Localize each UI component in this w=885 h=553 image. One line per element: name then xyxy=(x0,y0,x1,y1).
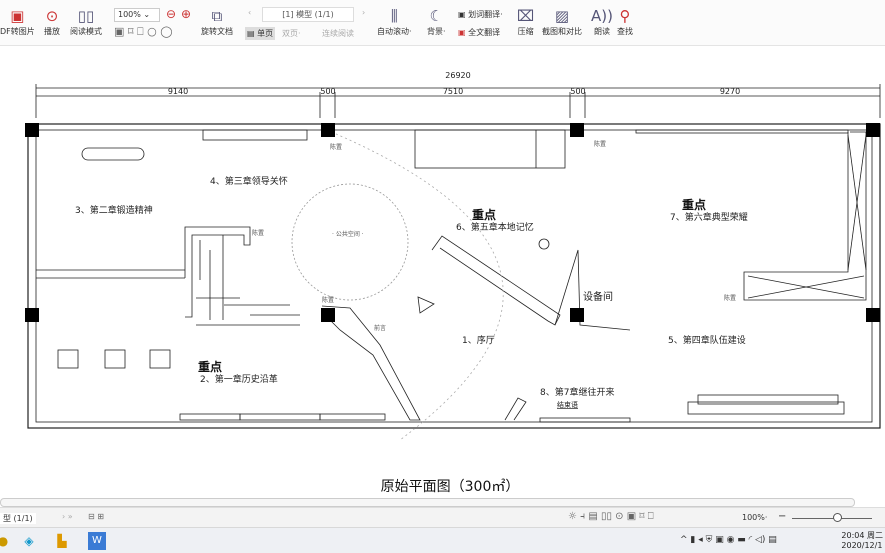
compress-button[interactable]: ⌧压缩 xyxy=(517,7,535,36)
read-mode-button[interactable]: ▯▯阅读模式 xyxy=(70,7,102,36)
end-label: 结束语 xyxy=(557,400,578,409)
single-page-button[interactable]: ▤ 单页 xyxy=(245,27,276,40)
zoom-slider[interactable] xyxy=(792,518,872,519)
floor-plan: 26920 9140 500 7510 500 9270 1、序厅 2、第一章历… xyxy=(25,71,881,495)
public-space-label: · 公共空间 · xyxy=(332,230,364,238)
window-symbols xyxy=(57,349,171,369)
dimension-label: 500 xyxy=(570,87,585,96)
search-button[interactable]: ⚲查找 xyxy=(617,7,633,36)
zone-label: 1、序厅 xyxy=(462,334,495,346)
setting-label: 陈置 xyxy=(322,296,334,304)
zone-label: 6、第五章本地记忆 xyxy=(456,221,534,233)
play-icon: ⊙ xyxy=(45,7,59,25)
equipment-room-label: 设备间 xyxy=(583,290,613,303)
zoom-slider-handle[interactable] xyxy=(833,513,842,522)
continuous-button[interactable]: 连续阅读 xyxy=(322,29,354,38)
setting-label: 陈置 xyxy=(252,229,264,237)
zone-label: 2、第一章历史沿革 xyxy=(200,373,278,385)
rotate-button[interactable]: ⧉旋转文档 xyxy=(201,7,233,36)
document-canvas: 26920 9140 500 7510 500 9270 1、序厅 2、第一章历… xyxy=(0,46,885,498)
horizontal-scrollbar[interactable] xyxy=(0,498,855,507)
pdf-to-image-icon: ▣ xyxy=(10,7,25,25)
read-aloud-icon: A)) xyxy=(591,7,613,25)
word-translate-button[interactable]: ▣ 划词翻译· xyxy=(458,10,503,19)
double-page-button[interactable]: 双页· xyxy=(282,29,301,38)
dimension-label: 9270 xyxy=(720,87,740,96)
key-label: 重点 xyxy=(472,207,496,222)
outer-wall xyxy=(27,123,881,429)
folder-icon[interactable]: ▙ xyxy=(57,534,67,548)
public-space-circle xyxy=(291,183,409,301)
full-translate-button[interactable]: ▣ 全文翻译 xyxy=(458,28,501,37)
setting-label: 陈置 xyxy=(330,143,342,151)
rotate-icon: ⧉ xyxy=(211,7,223,25)
play-button[interactable]: ⊙播放 xyxy=(44,7,60,36)
page-input[interactable]: [1] 模型 (1/1) xyxy=(262,7,354,22)
browser-icon[interactable]: ◈ xyxy=(24,534,34,548)
screenshot-icon: ▨ xyxy=(554,7,570,25)
search-icon: ⚲ xyxy=(619,7,631,25)
setting-label: 陈置 xyxy=(724,294,736,302)
tray-icons[interactable]: ^ ▮ ◂ ⛨ ▣ ◉ ▬ ◜ ◁) ▤ xyxy=(680,535,777,545)
zoom-in-icon[interactable]: ⊕ xyxy=(181,7,192,21)
pdf-to-image-button[interactable]: ▣DF转图片 xyxy=(0,7,35,36)
setting-label: 陈置 xyxy=(594,140,606,148)
dimension-label: 9140 xyxy=(168,87,188,96)
key-label: 重点 xyxy=(682,197,706,212)
moon-icon: ☾ xyxy=(429,7,443,25)
total-dimension: 26920 xyxy=(445,71,470,80)
auto-scroll-button[interactable]: ⫼自动滚动· xyxy=(377,7,412,36)
screenshot-button[interactable]: ▨截图和对比 xyxy=(542,7,582,36)
auto-scroll-icon: ⫼ xyxy=(390,7,398,25)
dimension-ticks xyxy=(35,84,881,118)
drawing-title: 原始平面图（300㎡） xyxy=(381,479,520,495)
view-mode-icons[interactable]: ☼ ⫞ ▤ ▯▯ ⊙ ▣ ⌑ ⎕ xyxy=(568,511,654,522)
zone-label: 8、第7章继往开来 xyxy=(540,386,614,398)
read-aloud-button[interactable]: A))朗读 xyxy=(591,7,613,36)
back-icon[interactable]: ⊟ ⊞ xyxy=(88,512,104,521)
preface-label: 前言 xyxy=(374,324,386,332)
prev-page-icon[interactable]: ‹ xyxy=(248,8,252,17)
compress-icon: ⌧ xyxy=(517,7,535,25)
next-page-icon[interactable]: › xyxy=(362,8,366,17)
dimension-label: 7510 xyxy=(443,87,463,96)
background-button[interactable]: ☾背景· xyxy=(427,7,446,36)
book-icon: ▯▯ xyxy=(77,7,95,25)
zone-label: 5、第四章队伍建设 xyxy=(668,334,746,346)
key-label: 重点 xyxy=(198,359,222,374)
zone-label: 7、第六章典型荣耀 xyxy=(670,211,748,223)
zoom-select[interactable]: 100% ⌄ xyxy=(114,8,160,22)
zoom-out-icon[interactable]: ⊖ xyxy=(166,7,177,21)
status-bar: 型 (1/1) › » ⊟ ⊞ ☼ ⫞ ▤ ▯▯ ⊙ ▣ ⌑ ⎕ 100%· − xyxy=(0,507,885,527)
fit-icons[interactable]: ▣ ⌑ ⎕ ○ ◯ xyxy=(114,25,173,38)
zoom-out-button[interactable]: − xyxy=(778,511,787,522)
zone-label: 3、第二章锻造精神 xyxy=(75,204,153,216)
toolbar: ▣DF转图片 ⊙播放 ▯▯阅读模式 100% ⌄ ⊖ ⊕ ▣ ⌑ ⎕ ○ ◯ ⧉… xyxy=(0,0,885,46)
columns xyxy=(25,123,880,322)
app-icon[interactable]: ● xyxy=(0,534,9,548)
zone-label: 4、第三章领导关怀 xyxy=(210,175,288,187)
dimension-label: 500 xyxy=(320,87,335,96)
next-page-icon[interactable]: › » xyxy=(62,512,73,521)
zoom-level[interactable]: 100%· xyxy=(742,513,768,522)
triangle-marker xyxy=(417,296,435,314)
page-indicator[interactable]: 型 (1/1) xyxy=(0,513,36,524)
wps-icon[interactable]: W xyxy=(88,532,106,550)
